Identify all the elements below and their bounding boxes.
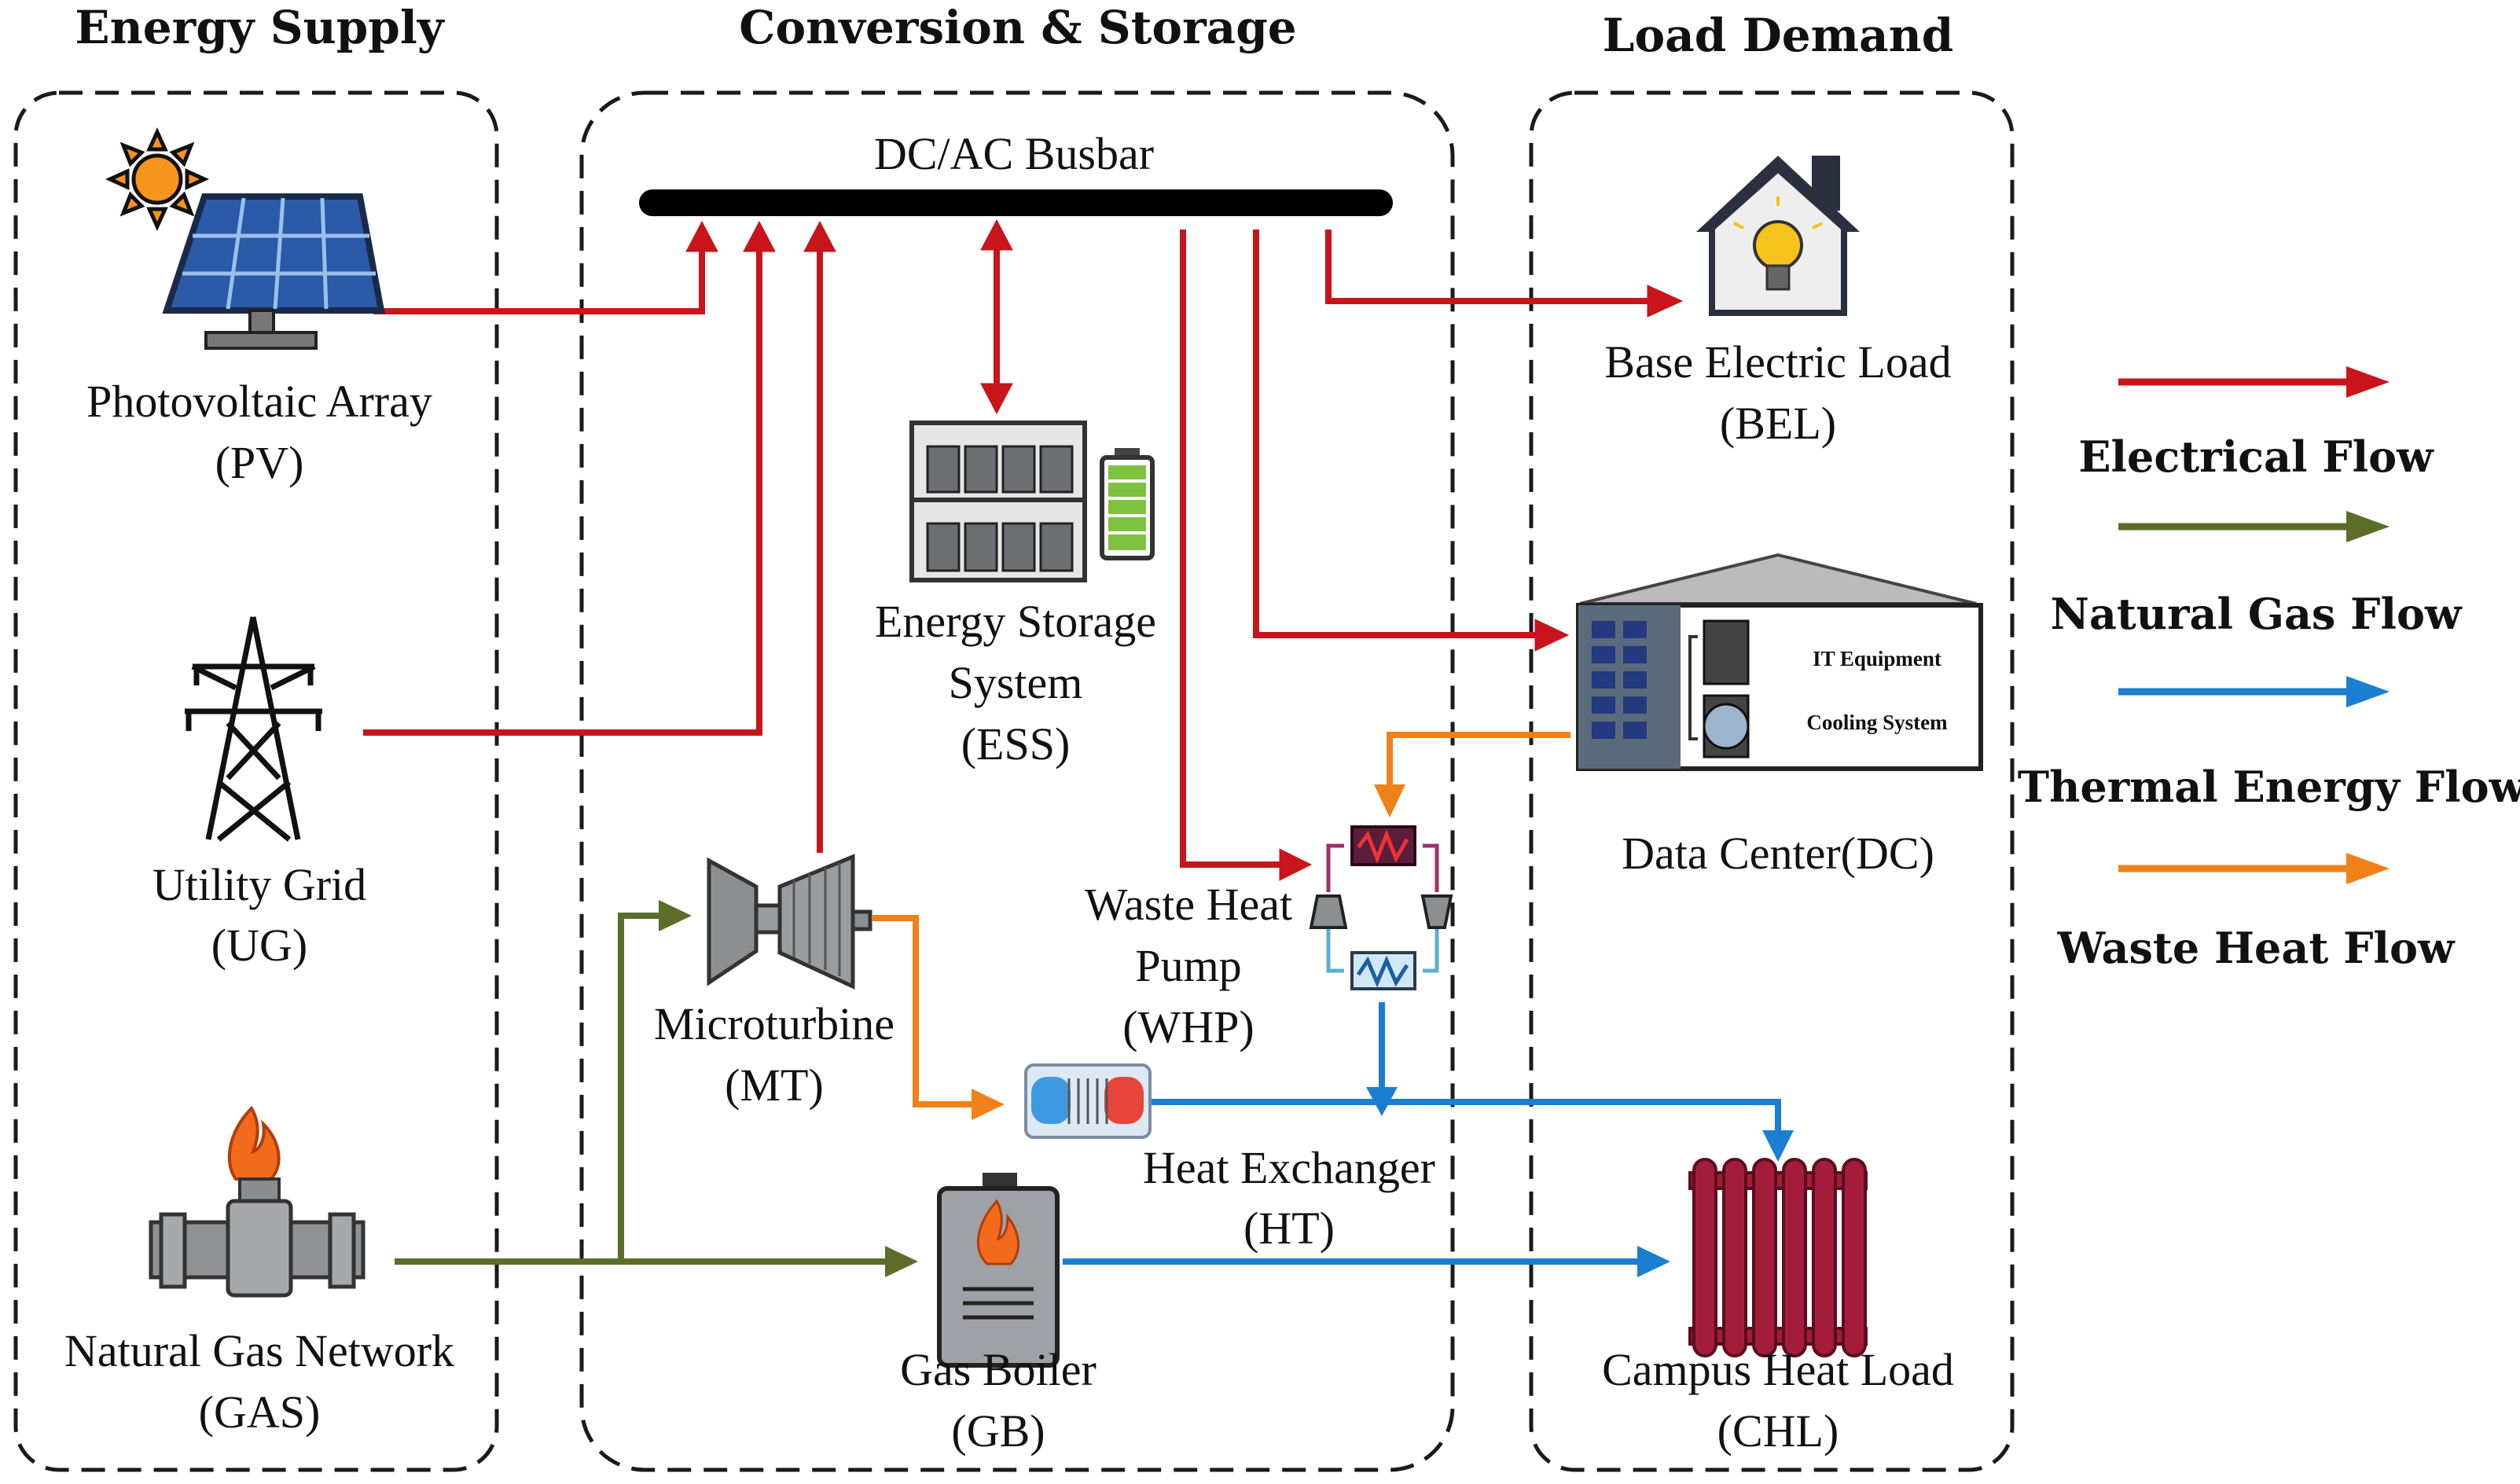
legend-label-thermal: Thermal Energy Flow xyxy=(2018,762,2520,812)
arrowhead xyxy=(885,1246,918,1277)
ess-label-line2: System xyxy=(949,657,1083,708)
gb-label-line1: Gas Boiler xyxy=(900,1344,1097,1395)
gb-label-line2: (GB) xyxy=(951,1405,1045,1456)
load-group-box xyxy=(1529,90,2015,1472)
gas-pipe-icon xyxy=(149,1105,366,1298)
legend-label-electrical: Electrical Flow xyxy=(2078,432,2434,482)
dc-it-label: IT Equipment xyxy=(1813,647,1941,670)
arrowhead xyxy=(803,220,836,252)
gas-flows xyxy=(395,900,918,1277)
flow-gas-mt xyxy=(618,913,660,1262)
arrowhead xyxy=(1279,848,1313,881)
arrowhead xyxy=(743,220,776,252)
data-center-icon xyxy=(1576,553,1983,771)
arrowhead xyxy=(2346,366,2390,398)
flow-busbar-whp xyxy=(1180,230,1281,868)
section-title-conversion: Conversion & Storage xyxy=(739,1,1296,54)
bel-label-line2: (BEL) xyxy=(1720,398,1836,449)
chl-label-line2: (CHL) xyxy=(1717,1405,1839,1456)
arrowhead xyxy=(2346,853,2390,884)
legend: Electrical Flow Natural Gas Flow Thermal… xyxy=(2018,366,2520,973)
sun-icon xyxy=(105,127,210,232)
ess-label-line1: Energy Storage xyxy=(875,596,1156,647)
ug-label-line2: (UG) xyxy=(211,920,307,971)
arrowhead xyxy=(2346,676,2390,707)
mt-label-line2: (MT) xyxy=(725,1060,824,1111)
arrowhead xyxy=(980,219,1013,251)
ess-label-line3: (ESS) xyxy=(961,718,1071,770)
flow-ug-busbar xyxy=(363,250,762,736)
flow-busbar-bel xyxy=(1325,230,1649,304)
section-title-load: Load Demand xyxy=(1603,9,1954,62)
transmission-tower-icon xyxy=(185,616,322,842)
flow-ht-chl xyxy=(1152,1099,1781,1132)
ug-label-line1: Utility Grid xyxy=(152,859,366,910)
flow-busbar-dc xyxy=(1253,230,1537,638)
solar-panel-icon xyxy=(162,193,385,350)
supply-group-box xyxy=(13,90,499,1472)
gas-label-line1: Natural Gas Network xyxy=(64,1325,454,1376)
flow-dc-whp xyxy=(1387,732,1570,786)
pv-label-line1: Photovoltaic Array xyxy=(86,376,432,427)
battery-icon xyxy=(1100,448,1155,560)
heat-pump-icon xyxy=(1309,825,1453,990)
arrowhead xyxy=(659,900,692,931)
arrowhead xyxy=(1374,784,1405,817)
ht-label-line2: (HT) xyxy=(1243,1203,1335,1254)
bel-label-line1: Base Electric Load xyxy=(1604,336,1951,388)
conversion-group-box xyxy=(579,90,1455,1472)
busbar-label: DC/AC Busbar xyxy=(874,128,1154,179)
heat-exchanger-icon xyxy=(1024,1063,1152,1139)
microturbine-icon xyxy=(707,854,872,990)
dc-label: Data Center(DC) xyxy=(1622,828,1934,879)
battery-rack-icon xyxy=(909,421,1087,582)
waste-heat-flows xyxy=(872,732,1570,1120)
arrowhead xyxy=(980,383,1013,415)
dc-cooling-label: Cooling System xyxy=(1806,711,1948,734)
gas-boiler-icon xyxy=(937,1173,1060,1368)
whp-label-line2: Pump xyxy=(1135,940,1241,991)
flow-mt-ht xyxy=(872,915,973,1107)
house-bulb-icon xyxy=(1696,156,1860,316)
thermal-flows xyxy=(1063,1002,1794,1277)
whp-label-line1: Waste Heat xyxy=(1085,879,1292,930)
flow-pv-busbar xyxy=(373,250,705,314)
ht-label-line1: Heat Exchanger xyxy=(1143,1142,1435,1193)
arrowhead xyxy=(1366,1087,1398,1116)
legend-label-waste: Waste Heat Flow xyxy=(2057,923,2456,973)
pv-label-line2: (PV) xyxy=(215,437,304,488)
section-title-supply: Energy Supply xyxy=(75,1,445,54)
arrowhead xyxy=(1762,1130,1794,1162)
mt-label-line1: Microturbine xyxy=(654,998,894,1049)
legend-label-gas: Natural Gas Flow xyxy=(2051,589,2463,639)
arrowhead xyxy=(2346,511,2390,542)
arrowhead xyxy=(685,220,718,252)
gas-label-line2: (GAS) xyxy=(199,1387,321,1438)
whp-label-line3: (WHP) xyxy=(1122,1001,1254,1052)
arrowhead xyxy=(1637,1246,1670,1277)
arrowhead xyxy=(972,1089,1005,1120)
electrical-flows xyxy=(363,219,1684,881)
radiator-icon xyxy=(1688,1158,1868,1357)
arrowhead xyxy=(1647,285,1684,318)
chl-label-line1: Campus Heat Load xyxy=(1602,1344,1954,1395)
arrowhead xyxy=(1534,619,1570,652)
